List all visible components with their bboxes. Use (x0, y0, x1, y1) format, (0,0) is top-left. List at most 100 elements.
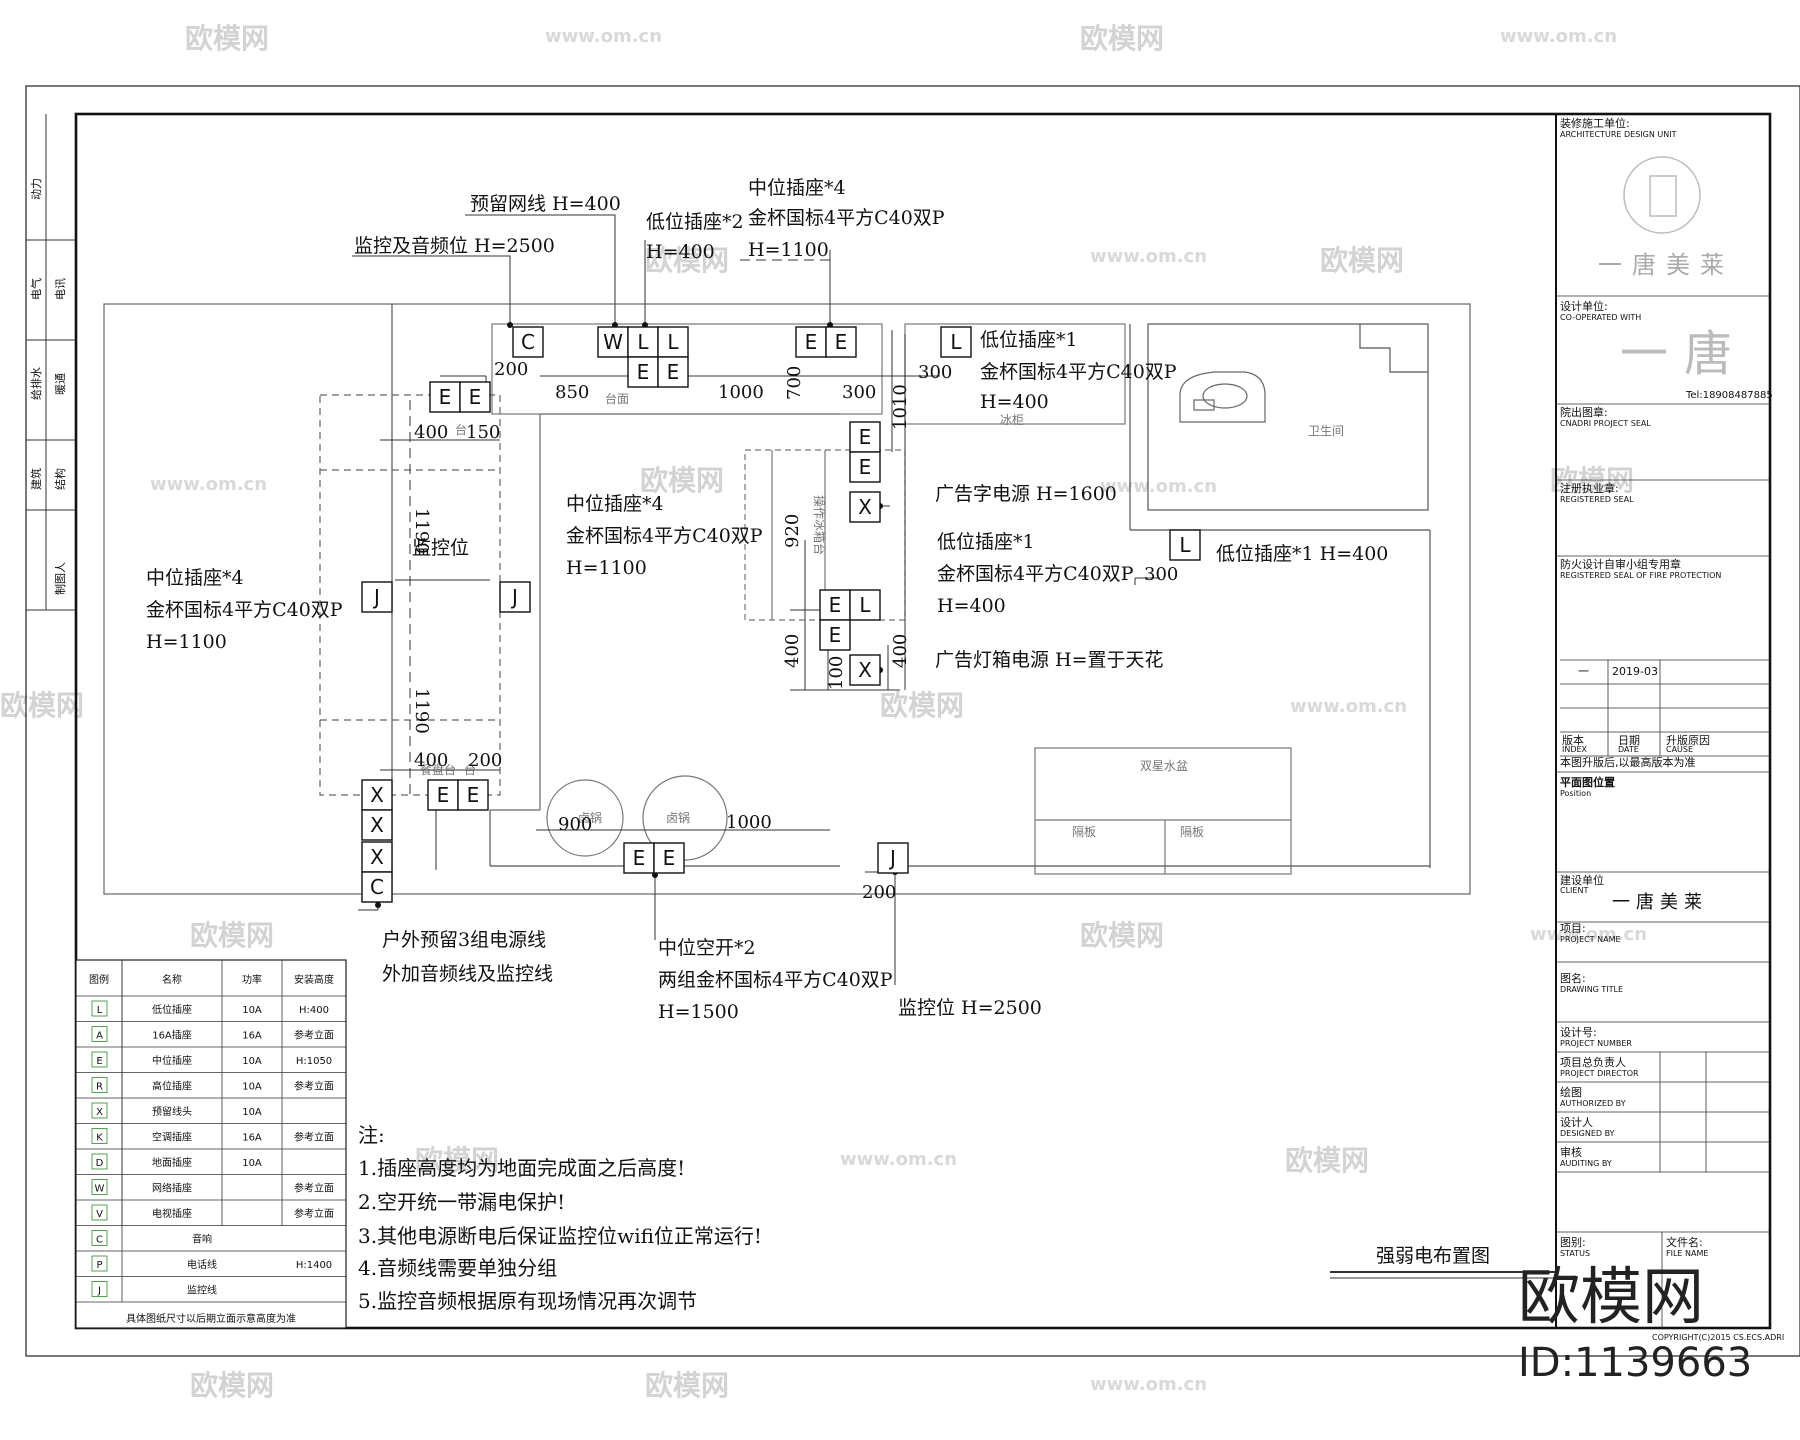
tb-label-en: CLIENT (1560, 886, 1588, 895)
annotation: 金杯国标4平方C40双P (937, 563, 1134, 585)
mid-socket-icon: E (667, 360, 680, 384)
legend-symbol-box (91, 1204, 108, 1221)
notes: 注: 1.插座高度均为地面完成面之后高度! 2.空开统一带漏电保护! 3.其他电… (358, 1123, 762, 1313)
tb-label: 项目总负责人 (1560, 1055, 1626, 1069)
audio-socket-icon: C (370, 875, 384, 899)
left-strip: 动力 电气 电讯 给排水 暖通 建筑 结构 制图人 (26, 114, 76, 611)
strip-label: 建筑 (29, 468, 43, 490)
annotation: 外加音频线及监控线 (382, 963, 553, 985)
strip-label: 暖通 (54, 373, 67, 395)
annotation: 低位插座*2 (646, 211, 744, 233)
stamp-brand: 欧模网 (1518, 1260, 1704, 1333)
tb-rev-note: 本图升版后,以最高版本为准 (1560, 755, 1696, 769)
legend-height: 参考立面 (294, 1181, 334, 1194)
room-label: 卤锅 (666, 810, 690, 825)
tb-label: 绘图 (1560, 1085, 1582, 1099)
room-label: 隔板 (1072, 825, 1096, 839)
reserved-wire-icon: X (370, 783, 384, 807)
tb-label-en: STATUS (1560, 1249, 1590, 1258)
room-label: 操作冰箱台 (812, 495, 827, 555)
strip-label: 动力 (30, 178, 43, 200)
dimension-label: 900 (558, 814, 592, 835)
legend-power: 10A (242, 1107, 262, 1118)
legend-power: 10A (242, 1056, 262, 1067)
legend-header: 功率 (242, 973, 262, 986)
tb-label: 图别: (1560, 1236, 1586, 1249)
legend-height: H:1400 (296, 1260, 332, 1271)
legend-symbol: E (96, 1056, 102, 1067)
legend-symbol: V (96, 1209, 103, 1220)
legend-name: 电视插座 (152, 1207, 192, 1220)
legend-symbol-box (91, 1281, 108, 1297)
low-socket-icon: L (1179, 533, 1191, 557)
tb-label-en: PROJECT NAME (1560, 935, 1621, 944)
room-label: 卤锅 (578, 810, 602, 825)
legend-symbol: L (97, 1005, 103, 1016)
tb-label: 设计号: (1560, 1026, 1597, 1039)
tb-label: 防火设计自审小组专用章 (1560, 557, 1681, 571)
dimension-label: 1190 (411, 688, 432, 734)
legend-symbol: P (96, 1260, 102, 1271)
legend-name: 监控线 (187, 1283, 217, 1296)
dimension-label: 200 (862, 882, 896, 903)
watermark-url: www.om.cn (150, 474, 267, 495)
tb-label-en: CO-OPERATED WITH (1560, 313, 1641, 322)
annotation: 监控位 (412, 537, 469, 559)
tb-rev-header-en: CAUSE (1666, 745, 1693, 754)
corner-stamp: 欧模网 ID:1139663 (1518, 1260, 1752, 1386)
cctv-line-icon: J (510, 585, 518, 609)
mid-socket-icon: E (835, 330, 848, 354)
legend-power: 10A (242, 1158, 262, 1169)
annotation: 中位插座*4 (146, 567, 244, 589)
dimension-label: 400 (414, 750, 448, 771)
tb-label-en: PROJECT DIRECTOR (1560, 1069, 1639, 1078)
dimension-label: 100 (826, 656, 847, 690)
dimension-label: 300 (842, 382, 876, 403)
watermark-brand: 欧模网 (645, 1369, 729, 1402)
annotation: H=1100 (566, 557, 647, 579)
cctv-line-icon: J (888, 846, 896, 870)
tb-rev-header: 日期 (1618, 734, 1640, 747)
tb-label-en: REGISTERED SEAL OF FIRE PROTECTION (1560, 571, 1721, 580)
legend-power: 10A (242, 1081, 262, 1092)
watermark-url: www.om.cn (840, 1149, 957, 1170)
design-logo-text: 一唐 (1620, 326, 1748, 382)
annotation: 两组金杯国标4平方C40双P (658, 969, 893, 991)
legend-footer: 具体图纸尺寸以后期立面示意高度为准 (126, 1312, 296, 1325)
low-socket-icon: L (859, 593, 871, 617)
room-label: 卫生间 (1308, 424, 1344, 438)
watermark-url: www.om.cn (1530, 924, 1647, 945)
legend-name: 中位插座 (152, 1054, 192, 1067)
note-heading: 注: (358, 1123, 385, 1147)
dimensions: 200 850 1000 700 300 300 1010 400 150 11… (411, 359, 1178, 903)
socket-symbols (361, 326, 1201, 903)
room-labels: 台面 冰柜 卫生间 台 操作冰箱台 双星水盆 隔板 隔板 卤锅 卤锅 台 餐盘台 (420, 391, 1344, 839)
floor-plan (103, 303, 1471, 895)
title-block-text: 装修施工单位: ARCHITECTURE DESIGN UNIT 一唐美莱 设计… (1560, 116, 1784, 1342)
drawing-title: 强弱电布置图 (1376, 1245, 1490, 1267)
tb-label: 装修施工单位: (1560, 116, 1630, 130)
annotation: 金杯国标4平方C40双P (146, 599, 343, 621)
annotation: 低位插座*1 H=400 (1216, 543, 1388, 565)
tb-client-name: 一唐美莱 (1612, 892, 1708, 913)
tb-label-en: Position (1560, 789, 1591, 798)
note-item: 5.监控音频根据原有现场情况再次调节 (358, 1289, 697, 1313)
annotation: H=400 (980, 391, 1049, 413)
tb-rev-header-en: DATE (1618, 745, 1639, 754)
legend-power: 16A (242, 1030, 262, 1041)
toilet-icon (1179, 371, 1266, 423)
tb-rev-date: 2019-03 (1612, 665, 1658, 678)
room-label: 冰柜 (1000, 413, 1024, 427)
legend-height: 参考立面 (294, 1028, 334, 1041)
tb-label-en: REGISTERED SEAL (1560, 495, 1634, 504)
logo-circle-icon (1623, 156, 1701, 234)
legend-name: 预留线头 (152, 1105, 192, 1118)
reserved-wire-icon: X (370, 845, 384, 869)
legend-symbol: D (96, 1158, 104, 1169)
mid-socket-icon: E (859, 455, 872, 479)
watermark-brand: 欧模网 (185, 22, 269, 55)
legend-power: 10A (242, 1005, 262, 1016)
legend-symbol-box (91, 1000, 108, 1017)
